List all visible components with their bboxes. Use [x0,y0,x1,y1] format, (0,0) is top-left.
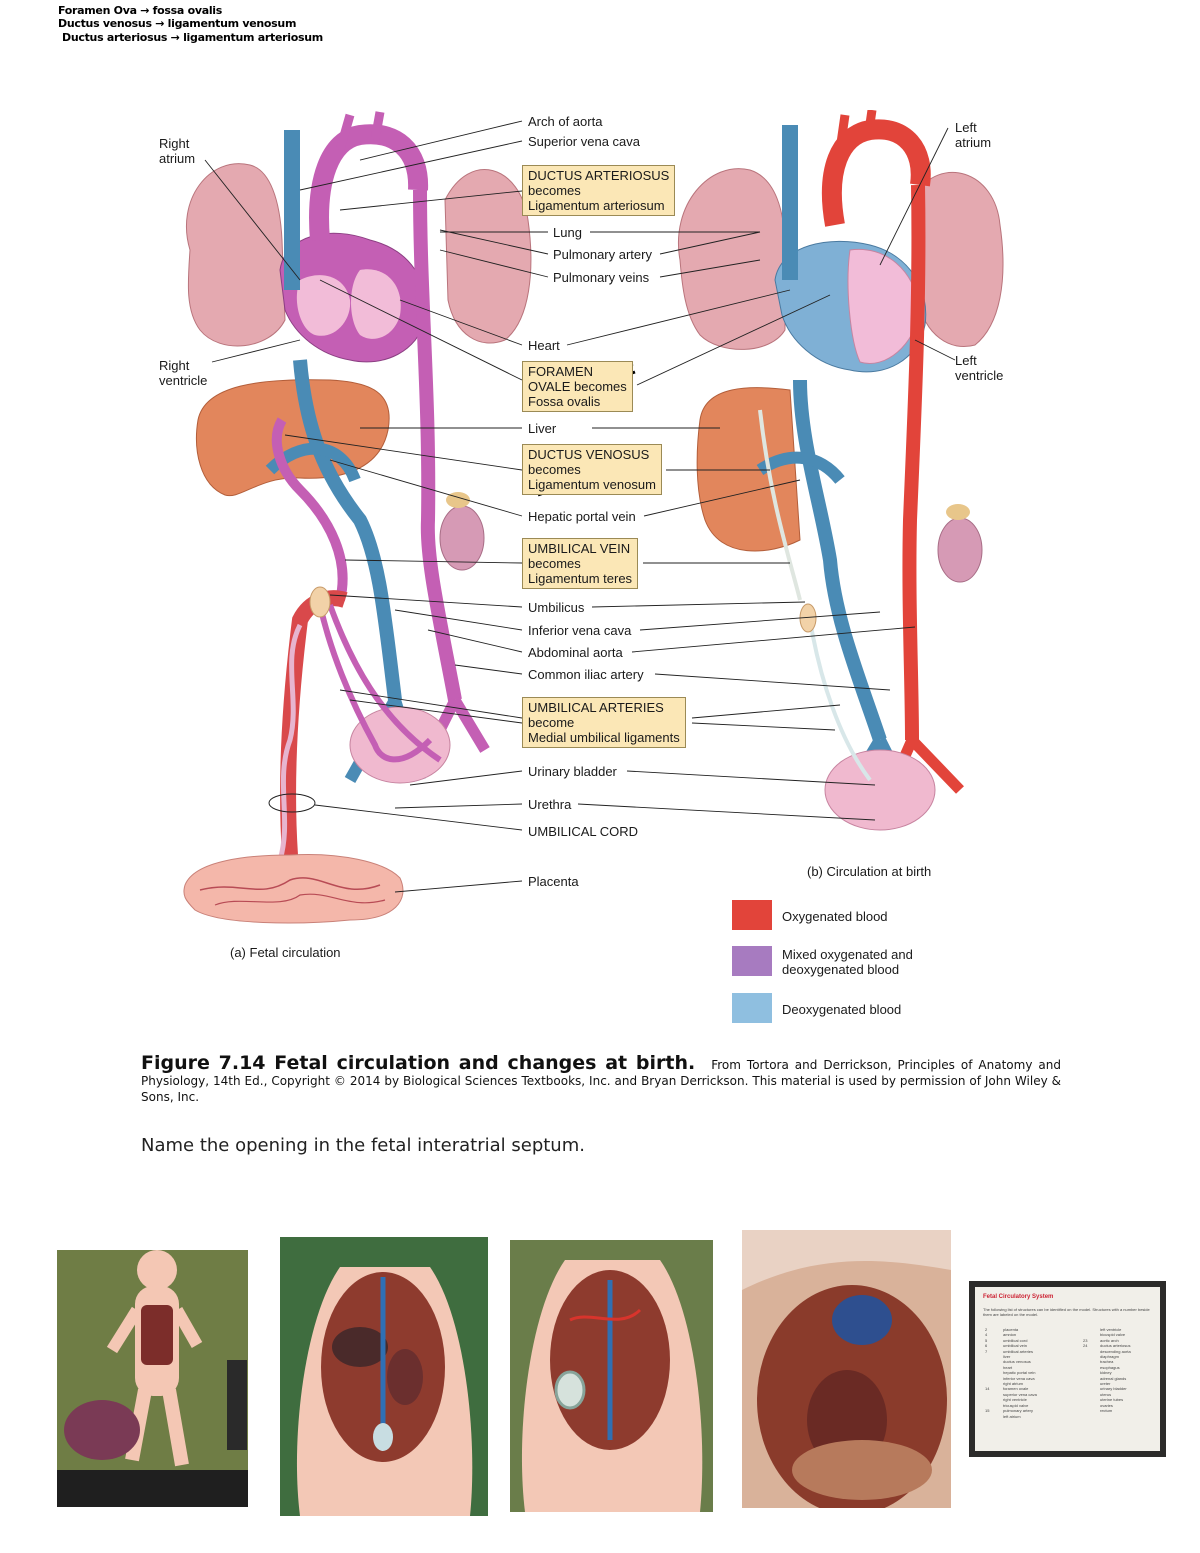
photo-heart-closeup [742,1230,951,1508]
photo-full-fetal-model [57,1250,248,1507]
label-superior-vena-cava: Superior vena cava [528,134,641,149]
label-umbilicus: Umbilicus [528,600,585,615]
legend-label-mixed: Mixed oxygenated and deoxygenated blood [782,947,913,977]
box-umbilical-arteries: UMBILICAL ARTERIES become Medial umbilic… [522,697,686,748]
figure-caption: Figure 7.14 Fetal circulation and change… [141,1052,1061,1105]
figure-caption-title: Figure 7.14 Fetal circulation and change… [141,1052,696,1074]
label-liver: Liver [528,421,557,436]
handwritten-note-3: Ductus arteriosus → ligamentum arteriosu… [62,31,323,44]
legend-swatch-mixed [732,946,772,976]
panel-a-caption: (a) Fetal circulation [230,945,341,960]
label-arch-of-aorta: Arch of aorta [528,114,603,129]
box-foramen-ovale: FORAMEN OVALE becomes Fossa ovalis [522,361,633,412]
label-lung: Lung [553,225,582,240]
panel-b-caption: (b) Circulation at birth [807,864,932,879]
question-text: Name the opening in the fetal interatria… [141,1135,585,1156]
handwritten-note-1: Foramen Ova → fossa ovalis [58,4,223,17]
label-abdominal-aorta: Abdominal aorta [528,645,623,660]
label-heart: Heart [528,338,560,353]
handwritten-note-2: Ductus venosus → ligamentum venosum [58,17,297,30]
photo-structure-list: Fetal Circulatory System The following l… [969,1281,1166,1457]
box-umbilical-vein: UMBILICAL VEIN becomes Ligamentum teres [522,538,639,589]
label-hepatic-portal-vein: Hepatic portal vein [528,509,636,524]
label-pulmonary-artery: Pulmonary artery [553,247,652,262]
sheet-description: The following list of structures can be … [983,1307,1150,1317]
legend-swatch-oxygenated [732,900,772,930]
label-inferior-vena-cava: Inferior vena cava [528,623,632,638]
legend-label-oxygenated: Oxygenated blood [782,909,888,924]
legend-label-deoxygenated: Deoxygenated blood [782,1002,902,1017]
figure-caption-text: From Tortora and Derrickson, Principles … [141,1058,1061,1104]
label-placenta: Placenta [528,874,579,889]
label-urinary-bladder: Urinary bladder [528,764,617,779]
label-pulmonary-veins: Pulmonary veins [553,270,650,285]
structure-list-sheet: Fetal Circulatory System The following l… [975,1287,1160,1451]
label-urethra: Urethra [528,797,572,812]
box-ductus-arteriosus: DUCTUS ARTERIOSUS becomes Ligamentum art… [522,165,676,216]
box-ductus-venosus: DUCTUS VENOSUS becomes Ligamentum venosu… [522,444,662,495]
fetal-circulation-illustration [183,110,1004,924]
label-umbilical-cord: UMBILICAL CORD [528,824,639,839]
sheet-title: Fetal Circulatory System [983,1294,1054,1300]
legend-swatch-deoxygenated [732,993,772,1023]
photo-torso-umbilical [510,1240,713,1512]
photo-torso-open [280,1237,488,1516]
label-common-iliac-artery: Common iliac artery [528,667,644,682]
